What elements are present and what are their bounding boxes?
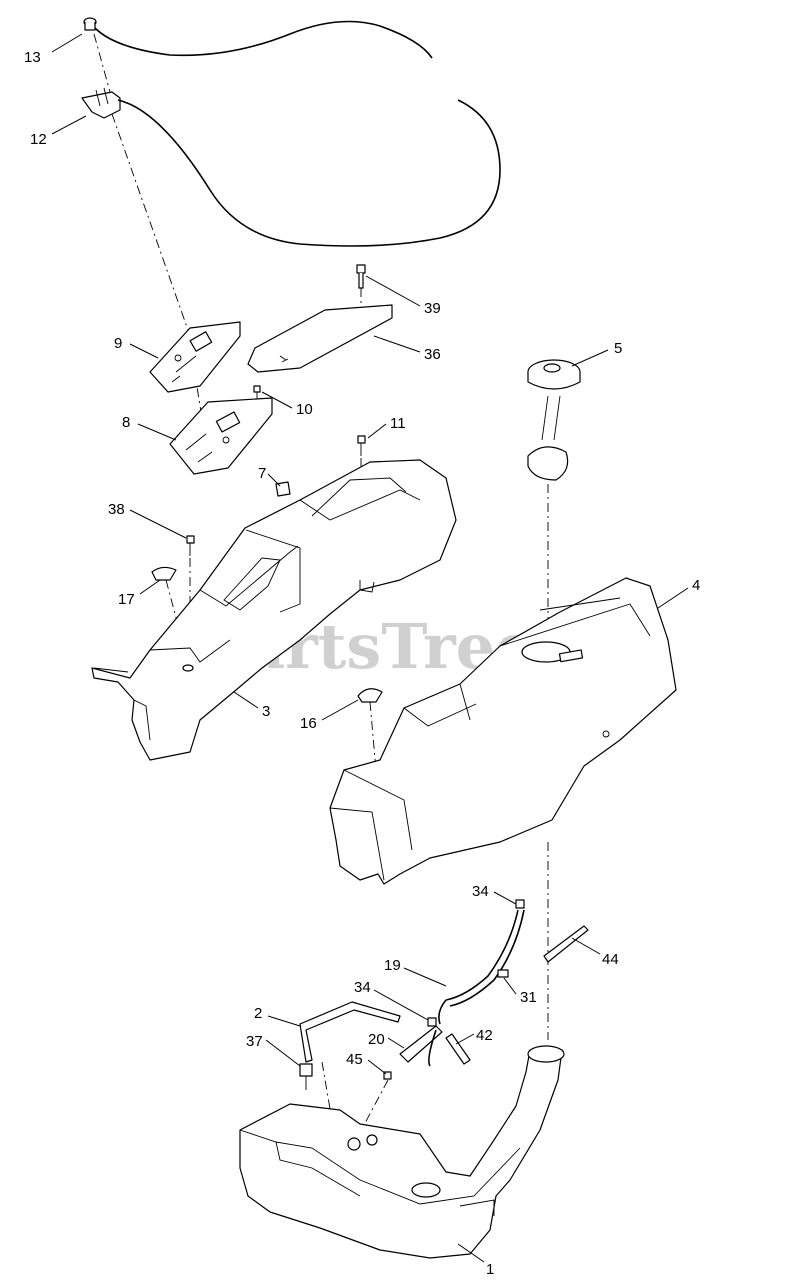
part-2-strap — [299, 1001, 401, 1063]
part-36-cover-plate — [247, 304, 393, 373]
part-34-fitting-upper — [515, 899, 525, 909]
part-16-bumper — [357, 688, 383, 703]
callout-31: 31 — [520, 989, 537, 1006]
callout-20: 20 — [368, 1031, 385, 1048]
callout-12: 12 — [30, 131, 47, 148]
part-42-hose-stub — [445, 1033, 471, 1065]
callout-4: 4 — [692, 577, 700, 594]
callout-5: 5 — [614, 340, 622, 357]
callout-39: 39 — [424, 300, 441, 317]
part-4-shroud — [329, 577, 677, 885]
leader-lines — [51, 33, 689, 1263]
part-17-bumper — [151, 566, 177, 581]
callout-3: 3 — [262, 703, 270, 720]
callout-9: 9 — [114, 335, 122, 352]
part-11-screw — [357, 435, 366, 456]
callout-36: 36 — [424, 346, 441, 363]
part-12-cable-bracket — [81, 87, 501, 247]
callout-7: 7 — [258, 465, 266, 482]
callout-13: 13 — [24, 49, 41, 66]
callout-34-upper: 34 — [472, 883, 489, 900]
callout-16: 16 — [300, 715, 317, 732]
callout-2: 2 — [254, 1005, 262, 1022]
callout-8: 8 — [122, 414, 130, 431]
callout-44: 44 — [602, 951, 619, 968]
callout-11: 11 — [390, 415, 406, 432]
callout-1: 1 — [486, 1261, 494, 1278]
callout-19: 19 — [384, 957, 401, 974]
part-37-bolt — [299, 1063, 313, 1090]
part-9-plate — [149, 321, 241, 393]
callout-45: 45 — [346, 1051, 363, 1068]
part-1-fuel-tank — [239, 1045, 565, 1259]
part-8-plate — [169, 397, 273, 475]
part-39-screw — [356, 264, 366, 289]
callout-17: 17 — [118, 591, 135, 608]
callout-34-lower: 34 — [354, 979, 371, 996]
assembly-line — [369, 701, 377, 771]
callout-42: 42 — [476, 1027, 493, 1044]
callouts: 13 12 39 36 9 10 8 11 5 7 38 17 4 3 16 3… — [24, 49, 700, 1278]
part-3-console — [91, 459, 457, 761]
part-31-connector — [497, 969, 509, 978]
part-20-hose — [399, 1025, 443, 1067]
assembly-line — [355, 1079, 389, 1141]
part-5-fuel-cap — [527, 359, 581, 481]
callout-38: 38 — [108, 501, 125, 518]
part-19-vent-hose — [438, 909, 525, 1025]
part-34-fitting-lower — [427, 1017, 437, 1027]
callout-37: 37 — [246, 1033, 263, 1050]
part-38-screw — [186, 535, 195, 556]
callout-10: 10 — [296, 401, 313, 418]
part-45-clamp — [383, 1071, 392, 1080]
assembly-line — [93, 33, 111, 93]
part-44-hose-end — [543, 925, 589, 963]
assembly-line — [111, 113, 189, 331]
part-13-cable-knob — [83, 17, 433, 59]
